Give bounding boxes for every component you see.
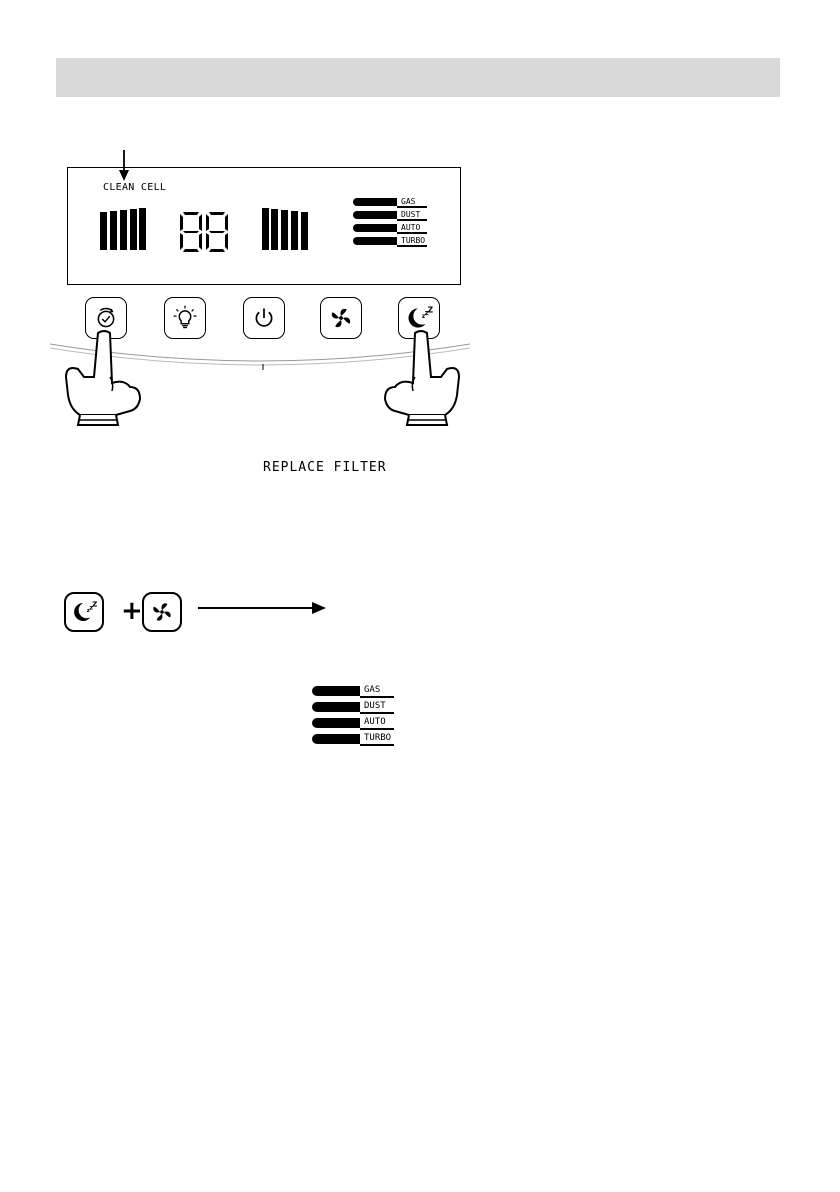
- mode-indicator-gas: GAS: [312, 684, 394, 700]
- seven-segment-display: [180, 212, 228, 252]
- svg-text:Z: Z: [92, 600, 97, 609]
- fan-icon: [144, 594, 180, 630]
- light-bulb-icon: [165, 298, 205, 338]
- left-bar-indicator: [100, 208, 146, 250]
- right-arrow-icon: [198, 600, 328, 616]
- power-icon: [244, 298, 284, 338]
- combo-fan-button: [142, 592, 182, 632]
- fan-speed-button[interactable]: [320, 297, 362, 339]
- section-header-band: [56, 58, 780, 97]
- mode-indicator-gas: GAS: [353, 196, 427, 209]
- svg-text:Z: Z: [428, 305, 434, 314]
- right-bar-indicator: [262, 208, 308, 250]
- sleep-icon: z z Z: [66, 594, 102, 630]
- power-button[interactable]: [243, 297, 285, 339]
- mode-indicator-turbo: TURBO: [312, 732, 394, 748]
- mode-indicator-dust: DUST: [353, 209, 427, 222]
- mode-indicator-dust: DUST: [312, 700, 394, 716]
- result-mode-indicators: GAS DUST AUTO TURBO: [312, 684, 394, 748]
- lcd-mode-indicators: GAS DUST AUTO TURBO: [353, 196, 427, 248]
- replace-filter-label: REPLACE FILTER: [263, 460, 387, 475]
- left-hand-press-illustration: [60, 325, 145, 430]
- mode-indicator-auto: AUTO: [353, 222, 427, 235]
- mode-indicator-auto: AUTO: [312, 716, 394, 732]
- plus-sign: +: [121, 596, 143, 626]
- combo-sleep-button: z z Z: [64, 592, 104, 632]
- light-button[interactable]: [164, 297, 206, 339]
- fan-icon: [321, 298, 361, 338]
- right-hand-press-illustration: [380, 325, 465, 430]
- clean-cell-label: CLEAN CELL: [103, 182, 166, 193]
- mode-indicator-turbo: TURBO: [353, 235, 427, 248]
